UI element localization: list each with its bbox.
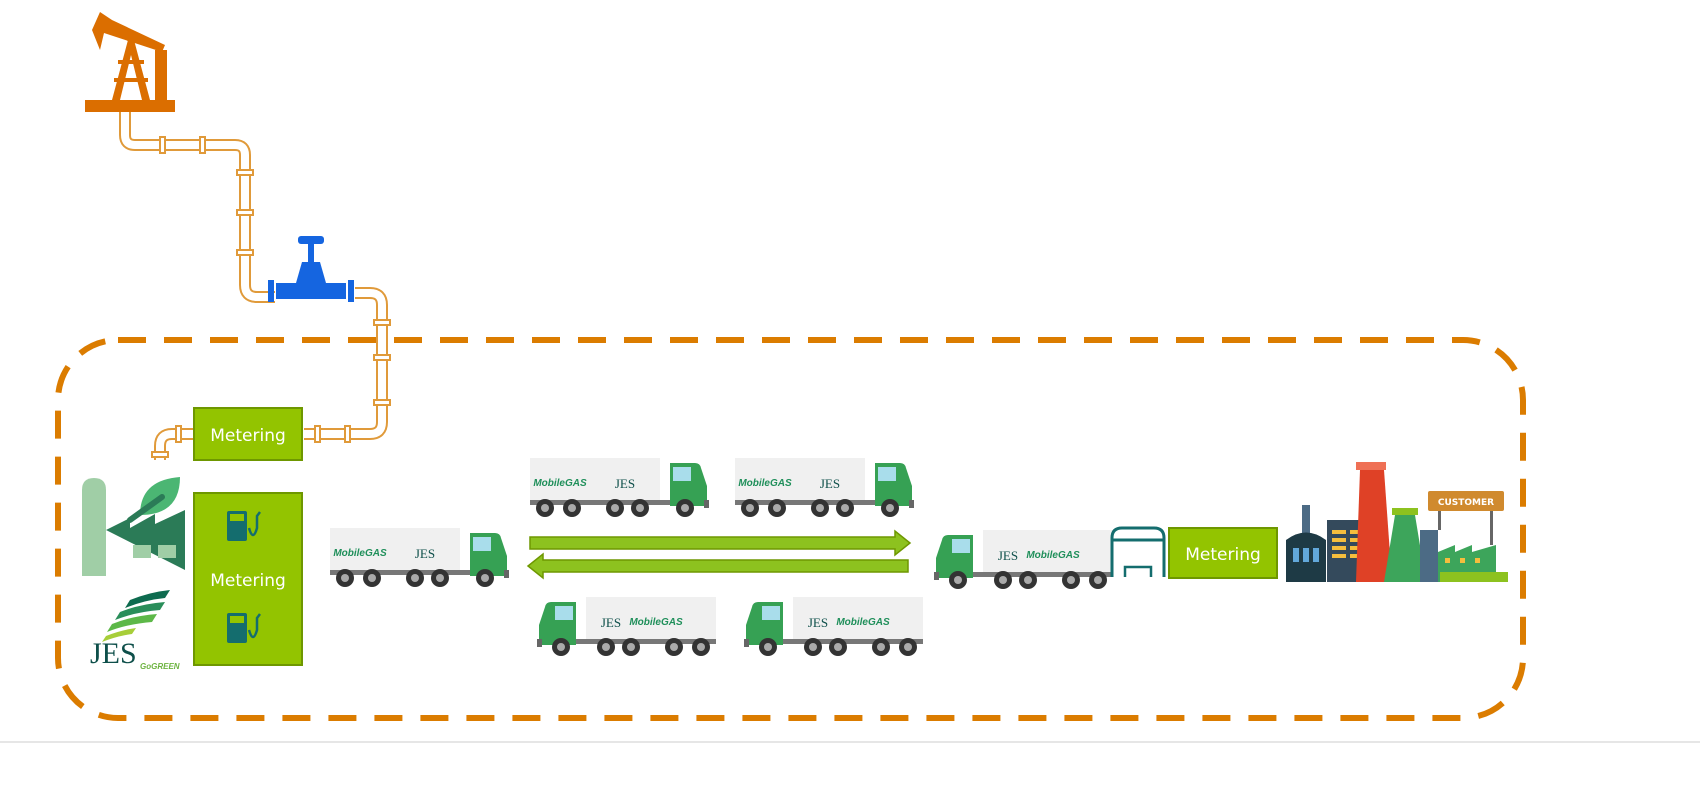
truck-brand-label: MobileGAS [533, 478, 587, 489]
truck-jes-logo: JES [601, 615, 621, 630]
return-arrow-left [526, 552, 909, 580]
truck-icon: MobileGAS JES [735, 458, 914, 517]
truck-icon: MobileGAS JES [330, 528, 509, 587]
green-factory-icon [82, 477, 185, 576]
truck-jes-logo: JES [820, 476, 840, 491]
truck-icon: MobileGAS JES [530, 458, 709, 517]
truck-brand-label: MobileGAS [738, 478, 792, 489]
jes-gogreen-logo: JES GoGREEN [90, 590, 180, 671]
pipeline [119, 112, 391, 460]
truck-jes-logo: JES [415, 546, 435, 561]
service-boundary [55, 337, 1526, 721]
fuel-pump-icon [227, 511, 261, 541]
delivery-arrow-right [529, 529, 912, 557]
metering-pipeline-label: Metering [210, 426, 286, 446]
industrial-city-icon: CUSTOMER [1286, 462, 1508, 582]
truck-brand-label: MobileGAS [629, 617, 683, 628]
gas-meter-icon [1110, 526, 1166, 577]
metering-station-box: Metering [193, 492, 303, 666]
truck-icon: MobileGAS JES [537, 597, 716, 656]
oil-pumpjack-icon [85, 12, 175, 112]
truck-icon: MobileGAS JES [744, 597, 923, 656]
truck-brand-label: MobileGAS [1026, 550, 1080, 561]
metering-customer-label: Metering [1185, 545, 1261, 565]
customer-sign: CUSTOMER [1438, 498, 1494, 508]
truck-jes-logo: JES [615, 476, 635, 491]
truck-jes-logo: JES [808, 615, 828, 630]
metering-customer-box: Metering [1168, 527, 1278, 579]
metering-pipeline-box: Metering [193, 407, 303, 461]
metering-station-label: Metering [210, 571, 286, 591]
jes-tagline: GoGREEN [140, 662, 180, 671]
gas-valve-icon [268, 236, 354, 302]
truck-brand-label: MobileGAS [836, 617, 890, 628]
jes-logo-text: JES [90, 637, 137, 670]
truck-brand-label: MobileGAS [333, 548, 387, 559]
truck-jes-logo: JES [998, 548, 1018, 563]
truck-icon: MobileGAS JES [934, 530, 1113, 589]
fuel-pump-icon [227, 613, 261, 643]
